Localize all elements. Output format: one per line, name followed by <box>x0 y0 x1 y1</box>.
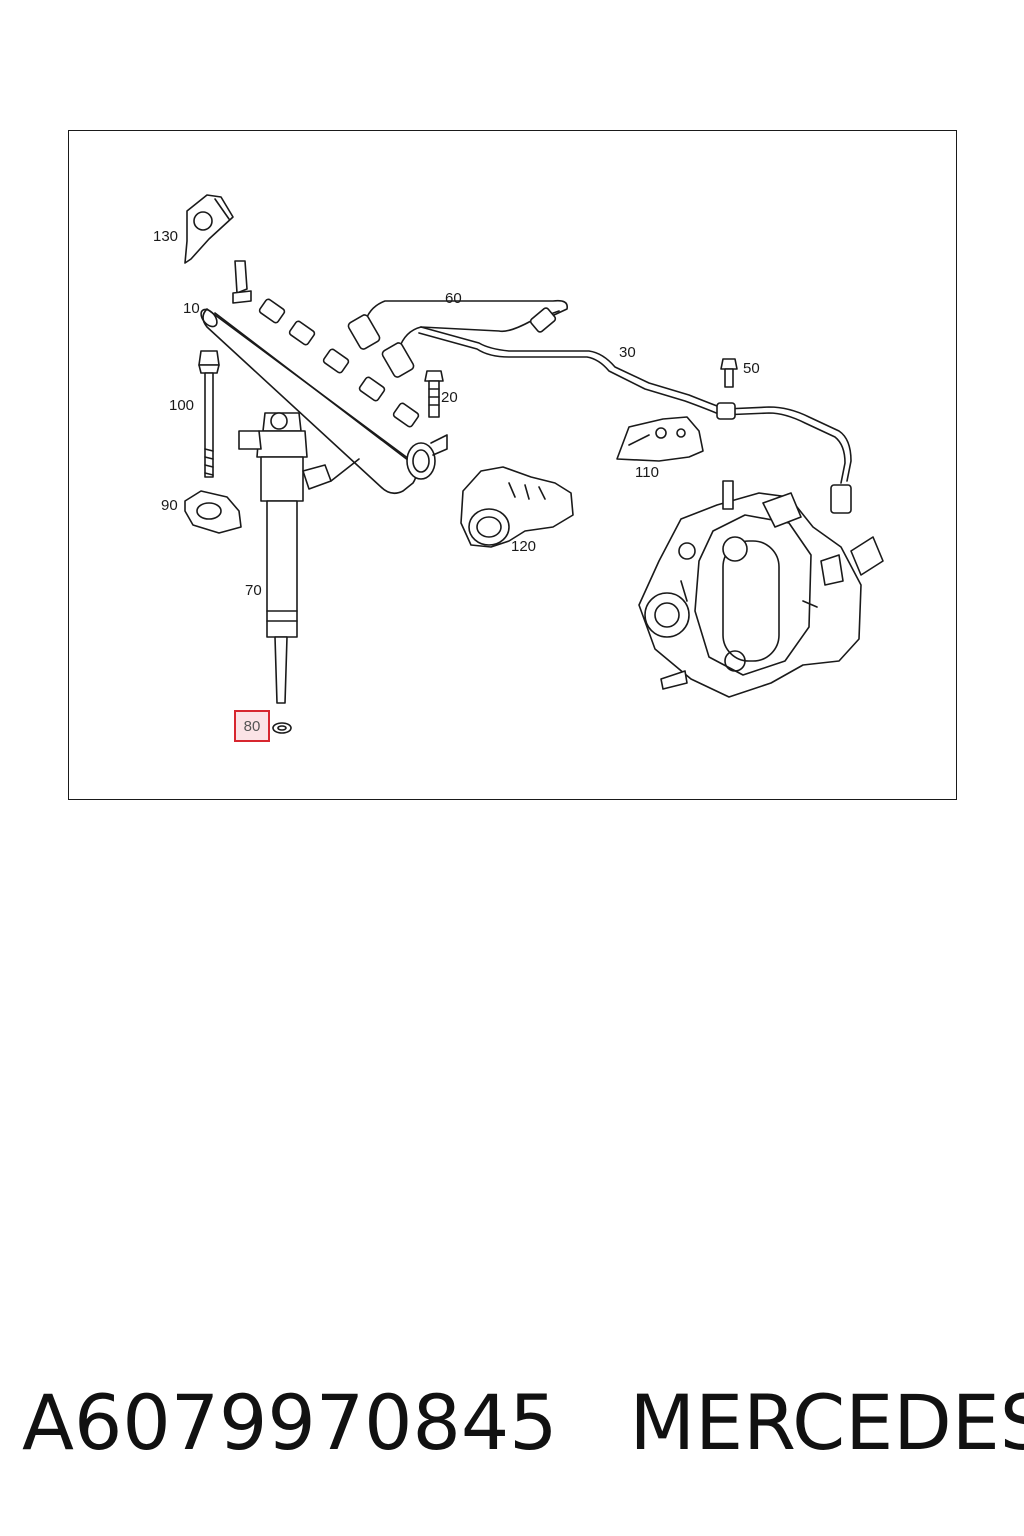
part-130-bracket <box>184 194 234 264</box>
callout-130[interactable]: 130 <box>153 228 179 245</box>
part-100-bolt <box>198 350 220 478</box>
part-20-bolt <box>424 370 444 418</box>
part-number: A6079970845 <box>22 1378 558 1467</box>
part-60-fuel-line <box>347 299 569 378</box>
callout-10[interactable]: 10 <box>183 300 200 317</box>
callout-30[interactable]: 30 <box>619 344 636 361</box>
callout-50[interactable]: 50 <box>743 360 760 377</box>
footer-caption: A6079970845 MERCEDES <box>22 1378 1024 1468</box>
part-10-fuel-rail <box>200 260 448 495</box>
parts-illustration <box>184 194 884 734</box>
diagram-frame: 130 10 60 30 50 100 20 110 90 120 70 80 <box>68 130 957 800</box>
part-120-cover <box>460 466 574 548</box>
part-70-injector <box>238 412 360 704</box>
part-50-bolt <box>720 358 738 388</box>
callout-20[interactable]: 20 <box>441 389 458 406</box>
callout-100[interactable]: 100 <box>169 397 195 414</box>
callout-90[interactable]: 90 <box>161 497 178 514</box>
part-110-bracket <box>616 416 704 462</box>
callout-70[interactable]: 70 <box>245 582 262 599</box>
high-pressure-pump <box>638 480 884 698</box>
callout-80-highlighted[interactable]: 80 <box>234 710 270 742</box>
callout-110[interactable]: 110 <box>635 464 659 481</box>
callout-120[interactable]: 120 <box>511 538 537 555</box>
rail-ports <box>258 298 420 428</box>
part-80-washer <box>272 722 292 734</box>
brand-name: MERCEDES <box>629 1378 1024 1467</box>
callout-60[interactable]: 60 <box>445 290 462 307</box>
part-30-fuel-line <box>418 326 852 514</box>
part-90-clamp <box>184 490 242 534</box>
